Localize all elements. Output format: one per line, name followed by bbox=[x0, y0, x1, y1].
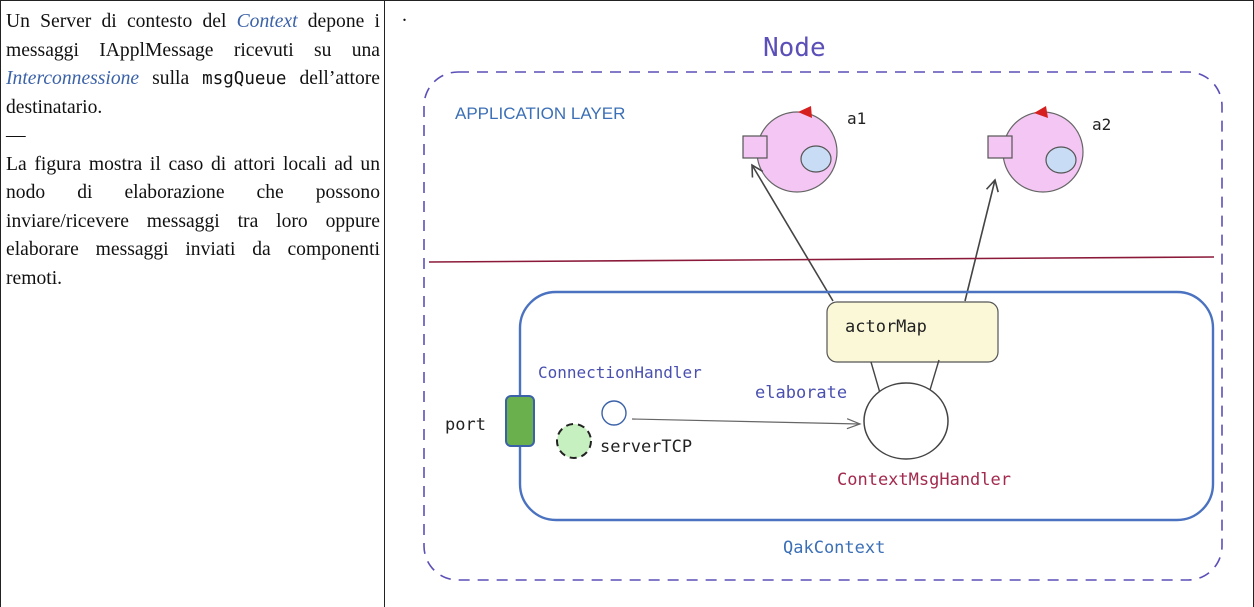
actor-a1-label: a1 bbox=[847, 109, 866, 128]
actor-a2-port bbox=[987, 135, 1013, 159]
text: Un Server di contesto del bbox=[6, 11, 237, 32]
port-label: port bbox=[445, 415, 486, 435]
text: depone i messaggi IApplMessage ricevuti … bbox=[6, 11, 380, 61]
text: dell’attore destinatario. bbox=[6, 68, 380, 118]
context-msg-handler-label: ContextMsgHandler bbox=[837, 470, 1011, 490]
elaborate-label: elaborate bbox=[755, 383, 847, 403]
actor-a1[interactable] bbox=[742, 106, 838, 193]
separator: — bbox=[6, 125, 26, 146]
table-top-border bbox=[0, 0, 1254, 1]
connection-handler-label: ConnectionHandler bbox=[538, 363, 702, 382]
actor-a1-queue bbox=[800, 145, 832, 173]
actor-map-box[interactable] bbox=[826, 301, 999, 363]
description-cell: Un Server di contesto del Context depone… bbox=[6, 8, 380, 293]
actor-a2-label: a2 bbox=[1092, 115, 1111, 134]
context-msg-handler-circle[interactable] bbox=[863, 382, 949, 460]
context-link[interactable]: Context bbox=[236, 11, 298, 32]
actor-a2-queue bbox=[1045, 146, 1077, 174]
handler-link-right bbox=[929, 359, 940, 391]
server-tcp-circle[interactable] bbox=[556, 423, 592, 459]
qak-context-label: QakContext bbox=[783, 538, 885, 558]
node-title: Node bbox=[763, 33, 826, 63]
connection-handler-circle bbox=[601, 400, 627, 426]
actor-a2[interactable] bbox=[987, 106, 1084, 193]
paragraph-1: Un Server di contesto del Context depone… bbox=[6, 8, 380, 122]
code-msgqueue: msgQueue bbox=[202, 69, 287, 89]
server-tcp-label: serverTCP bbox=[600, 437, 692, 457]
actor-a1-marker bbox=[798, 106, 812, 118]
actor-map-label: actorMap bbox=[845, 317, 927, 337]
arrow-to-a2 bbox=[964, 178, 999, 302]
paragraph-2: La figura mostra il caso di attori local… bbox=[6, 153, 380, 289]
actor-a2-marker bbox=[1034, 106, 1048, 118]
port-box[interactable] bbox=[505, 395, 535, 447]
arrow-to-handler bbox=[631, 418, 862, 430]
table-left-border bbox=[0, 0, 1, 607]
layer-divider bbox=[428, 256, 1215, 263]
node-boundary bbox=[423, 71, 1223, 581]
text: sulla bbox=[139, 68, 203, 89]
actor-a1-port bbox=[742, 135, 768, 159]
handler-link-left bbox=[870, 361, 881, 394]
column-divider bbox=[384, 0, 385, 607]
arrow-to-a1 bbox=[751, 163, 834, 302]
interconnessione-link[interactable]: Interconnessione bbox=[6, 68, 140, 89]
application-layer-label: APPLICATION LAYER bbox=[455, 104, 625, 123]
dot: . bbox=[402, 4, 407, 26]
